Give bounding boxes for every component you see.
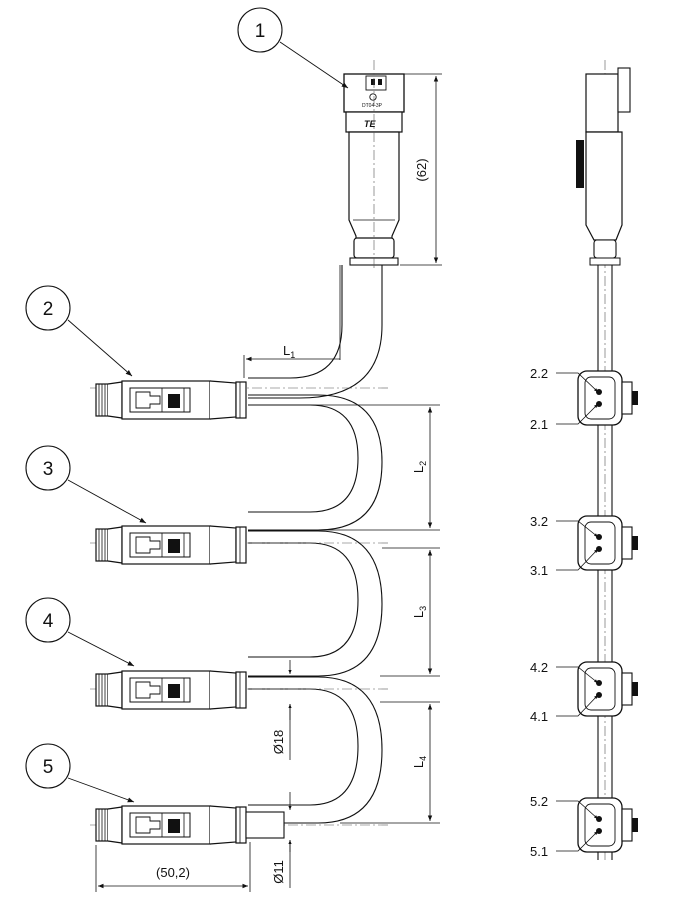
dimension-l4: L4 — [411, 756, 428, 768]
dimension-lines — [95, 73, 442, 892]
dimension-62: (62) — [414, 158, 429, 181]
center-lines — [90, 60, 606, 860]
marker-3-1: 3.1 — [530, 563, 548, 578]
marker-5-1: 5.1 — [530, 844, 548, 859]
dimension-50-2: (50,2) — [156, 865, 190, 880]
callout-3: 3 — [25, 445, 147, 524]
marker-5-2: 5.2 — [530, 794, 548, 809]
receptacle-5 — [95, 805, 285, 845]
receptacle-2 — [95, 380, 247, 420]
connector-marking: DT04-3P — [362, 103, 383, 109]
side-clip-2 — [577, 370, 639, 426]
callout-1: 1 — [237, 7, 349, 89]
side-clip-3 — [577, 515, 639, 571]
side-view-leaders — [556, 372, 599, 852]
brand-logo-text: TE — [364, 119, 376, 129]
marker-2-1: 2.1 — [530, 417, 548, 432]
svg-text:5: 5 — [43, 757, 54, 778]
receptacle-3 — [95, 525, 247, 565]
dimension-l3: L3 — [411, 606, 428, 618]
svg-text:4: 4 — [43, 611, 54, 632]
marker-4-1: 4.1 — [530, 709, 548, 724]
callout-4: 4 — [25, 597, 135, 667]
cable-assembly — [248, 265, 383, 824]
marker-4-2: 4.2 — [530, 660, 548, 675]
callout-5: 5 — [25, 743, 135, 803]
svg-text:2: 2 — [43, 299, 54, 320]
side-clip-4 — [577, 661, 639, 717]
side-clip-5 — [577, 797, 639, 853]
marker-2-2: 2.2 — [530, 366, 548, 381]
dimension-diameter-18: Ø18 — [271, 730, 286, 755]
dimension-l2: L2 — [411, 461, 428, 473]
dimension-l1: L1 — [283, 343, 295, 360]
dimension-diameter-11: Ø11 — [271, 860, 286, 884]
svg-text:1: 1 — [255, 21, 266, 42]
callout-2: 2 — [25, 285, 133, 377]
receptacle-4 — [95, 670, 247, 710]
svg-text:3: 3 — [43, 459, 54, 480]
side-view — [576, 67, 631, 860]
marker-3-2: 3.2 — [530, 514, 548, 529]
